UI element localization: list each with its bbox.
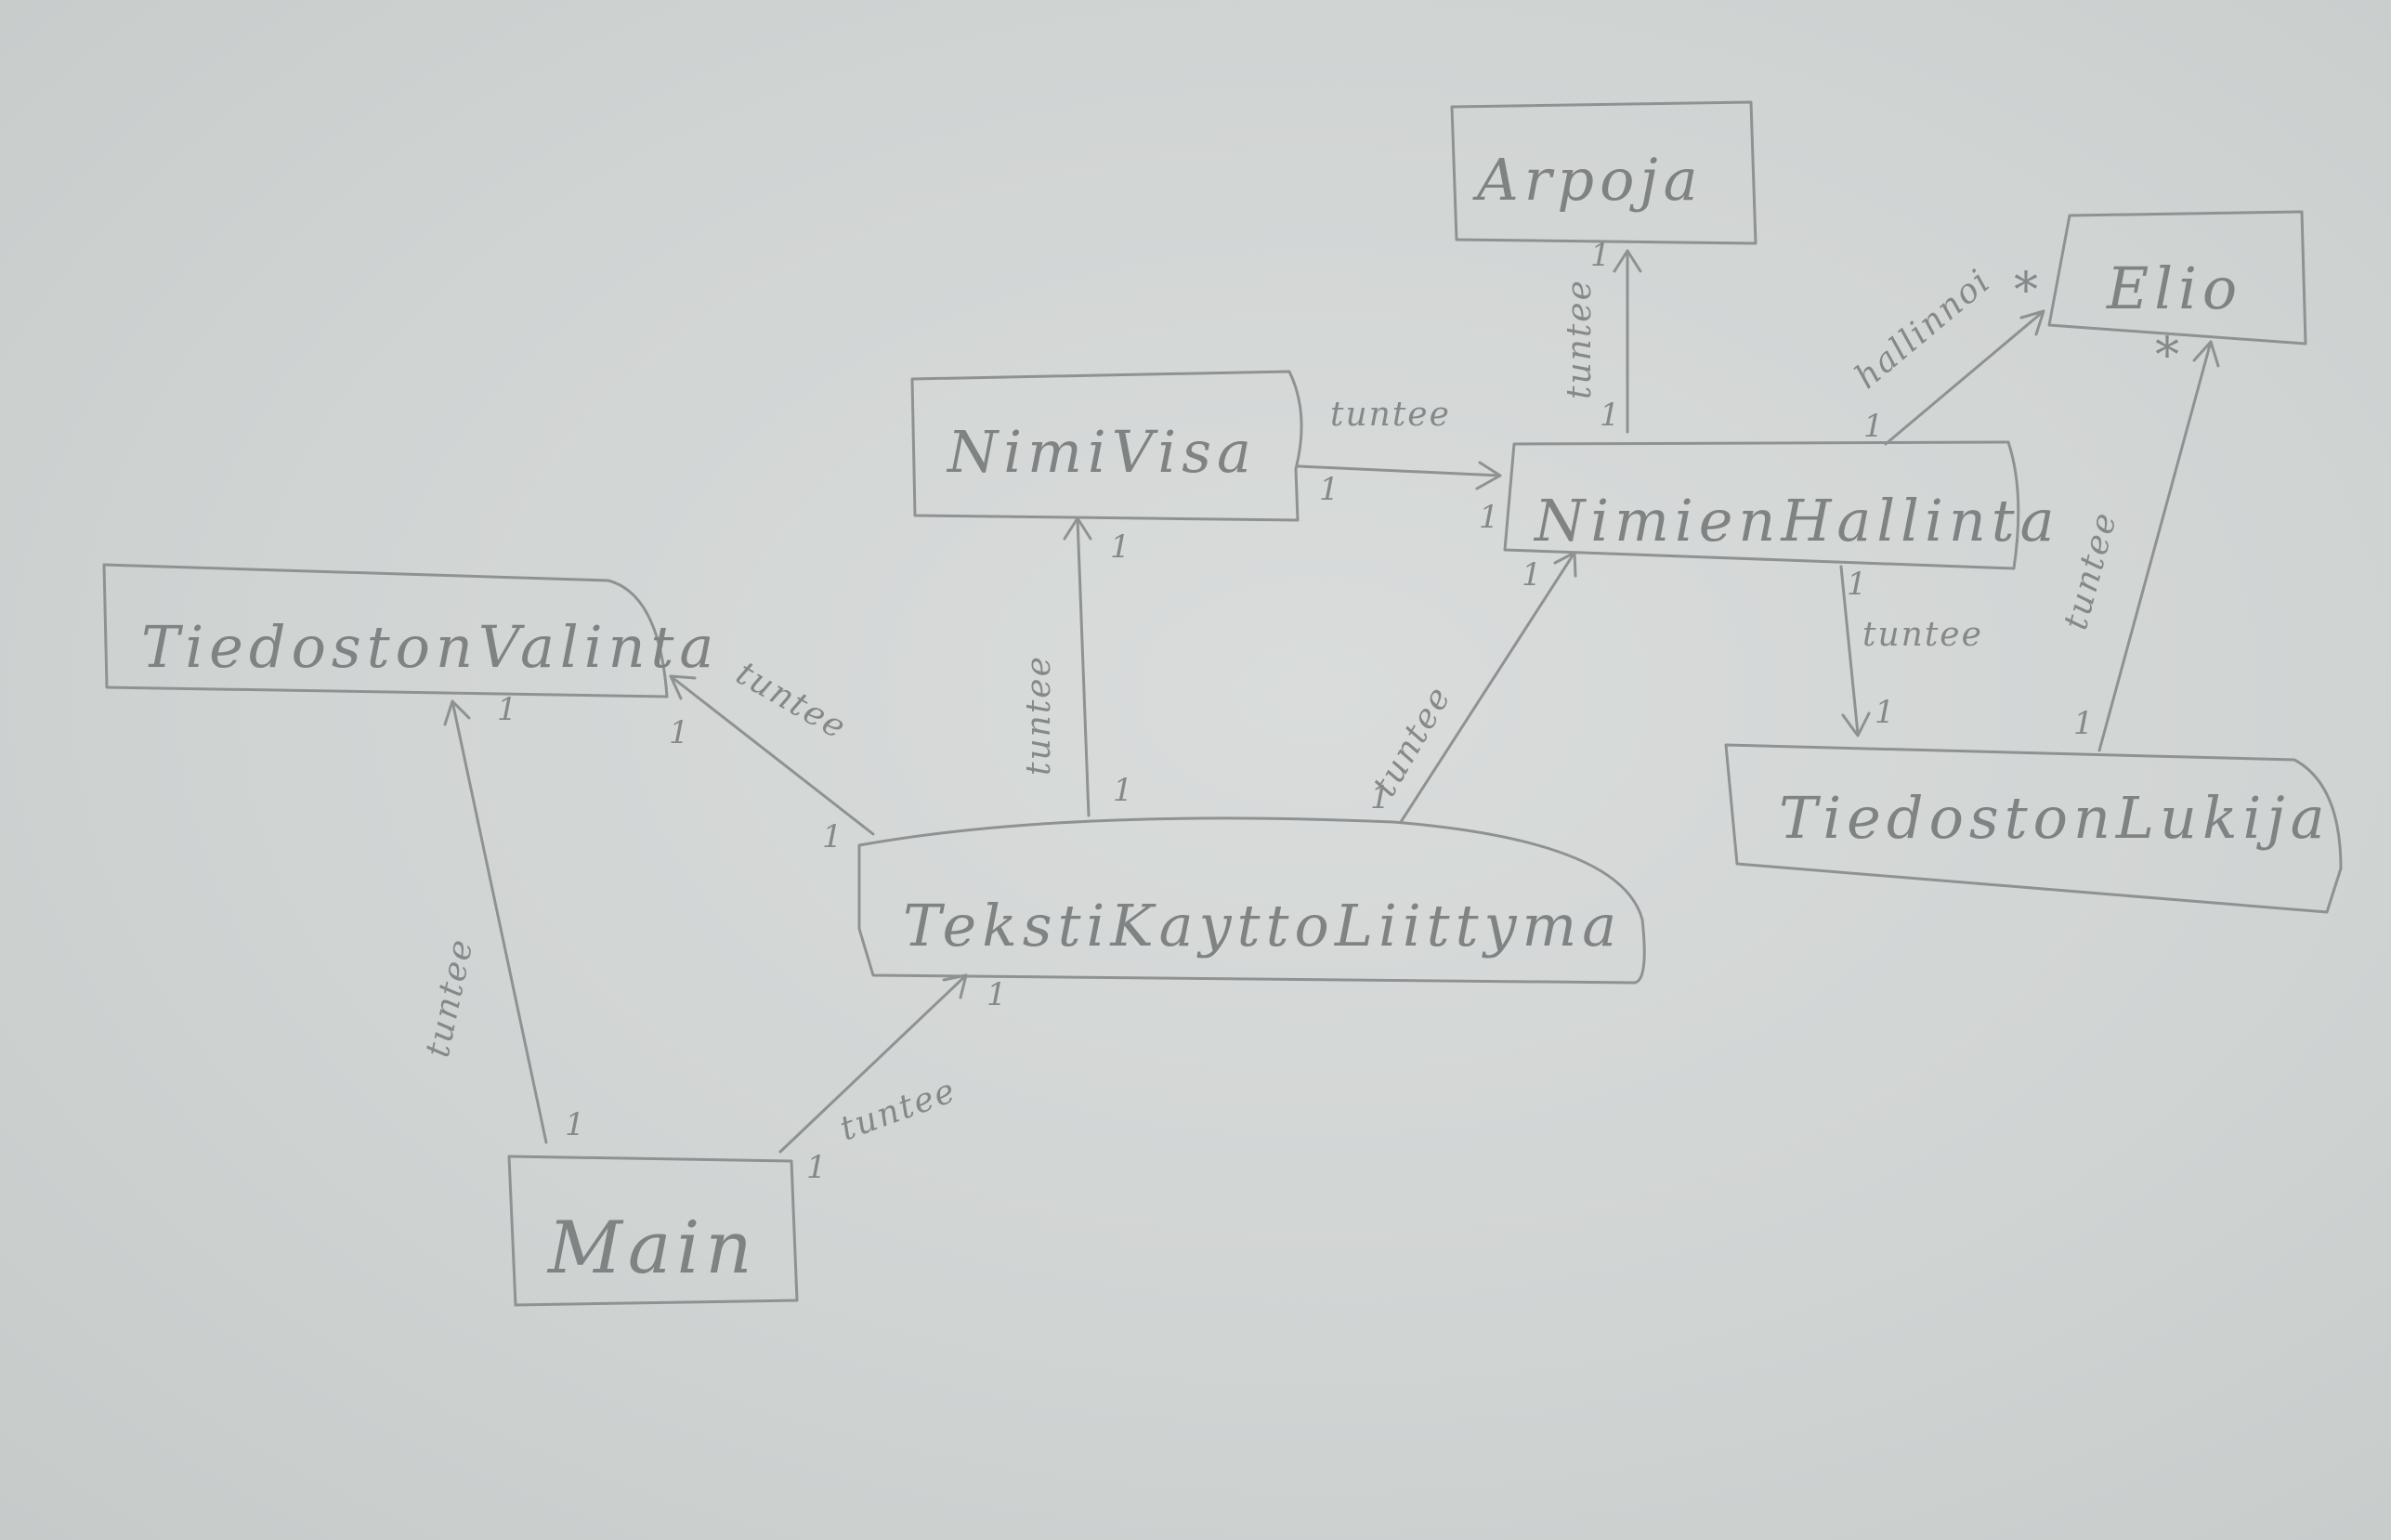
edge-to-mult: * xyxy=(2155,328,2179,384)
node-nimivisa: NimiVisa xyxy=(910,370,1303,522)
edge-from-mult: 1 xyxy=(1113,772,1133,809)
edge-label: hallinnoi xyxy=(1848,262,1998,397)
node-elio-label: Elio xyxy=(2106,254,2242,322)
node-tekstikayttoliittyma: TekstiKayttoLiittyma xyxy=(857,816,1646,985)
node-tiedostonlukija-label: TiedostonLukija xyxy=(1779,784,2331,852)
edge-nimienhallinta-arpoja: tuntee 1 1 xyxy=(1561,237,1642,434)
edge-tiedostonlukija-elio: tuntee 1 * xyxy=(2057,328,2220,752)
edge-from-mult: 1 xyxy=(1319,471,1339,508)
edge-main-tekstikayttoliittyma: tuntee 1 1 xyxy=(778,973,1007,1186)
edge-label: tuntee xyxy=(419,934,481,1061)
node-elio: Elio xyxy=(2047,210,2307,346)
edge-label: tuntee xyxy=(1330,396,1451,434)
node-tiedostonvalinta: TiedostonValinta xyxy=(102,563,719,698)
edge-nimivisa-nimienhallinta: tuntee 1 1 xyxy=(1297,396,1502,536)
node-main: Main xyxy=(507,1155,799,1307)
edge-to-mult: 1 xyxy=(1590,237,1611,274)
edge-to-mult: 1 xyxy=(1875,694,1895,731)
node-tiedostonlukija: TiedostonLukija xyxy=(1724,743,2343,914)
edge-from-mult: 1 xyxy=(1600,397,1620,434)
edge-label: tuntee xyxy=(1862,616,1983,654)
edge-label: tuntee xyxy=(2057,507,2124,633)
node-main-label: Main xyxy=(546,1207,758,1290)
node-nimienhallinta: NimienHallinta xyxy=(1503,440,2060,570)
edge-label: tuntee xyxy=(1020,655,1058,776)
edge-tekstikayttoliittyma-nimienhallinta: tuntee 1 1 xyxy=(1365,551,1577,824)
edge-to-mult: 1 xyxy=(1110,529,1130,566)
edge-tekstikayttoliittyma-nimivisa: tuntee 1 1 xyxy=(1020,516,1133,817)
edge-to-mult: 1 xyxy=(986,976,1007,1013)
node-arpoja: Arpoja xyxy=(1450,100,1757,245)
edge-from-mult: 1 xyxy=(565,1106,585,1143)
edge-from-mult: 1 xyxy=(1847,566,1867,603)
edge-tekstikayttoliittyma-tiedostonvalinta: tuntee 1 1 xyxy=(669,654,875,855)
node-nimienhallinta-label: NimienHallinta xyxy=(1533,487,2060,555)
edge-nimienhallinta-elio: hallinnoi 1 * xyxy=(1848,262,2045,446)
edge-to-mult: 1 xyxy=(1479,499,1499,536)
edge-to-mult: 1 xyxy=(497,691,517,728)
edge-from-mult: 1 xyxy=(822,818,843,855)
node-arpoja-label: Arpoja xyxy=(1472,146,1704,214)
edge-to-mult: 1 xyxy=(669,714,689,751)
edge-nimienhallinta-tiedostonlukija: tuntee 1 1 xyxy=(1839,565,1983,737)
edge-label: tuntee xyxy=(730,654,854,747)
edge-to-mult: 1 xyxy=(1522,556,1542,594)
edge-from-mult: 1 xyxy=(806,1149,827,1186)
node-nimivisa-label: NimiVisa xyxy=(946,418,1257,486)
edge-to-mult: * xyxy=(2014,263,2038,319)
edge-from-mult: 1 xyxy=(1370,779,1391,816)
node-tekstikayttoliittyma-label: TekstiKayttoLiittyma xyxy=(903,892,1622,959)
edge-from-mult: 1 xyxy=(2073,705,2094,742)
edge-from-mult: 1 xyxy=(1863,408,1884,445)
edge-main-tiedostonvalinta: tuntee 1 1 xyxy=(419,691,585,1144)
edge-label: tuntee xyxy=(1561,279,1599,399)
node-tiedostonvalinta-label: TiedostonValinta xyxy=(141,613,719,681)
